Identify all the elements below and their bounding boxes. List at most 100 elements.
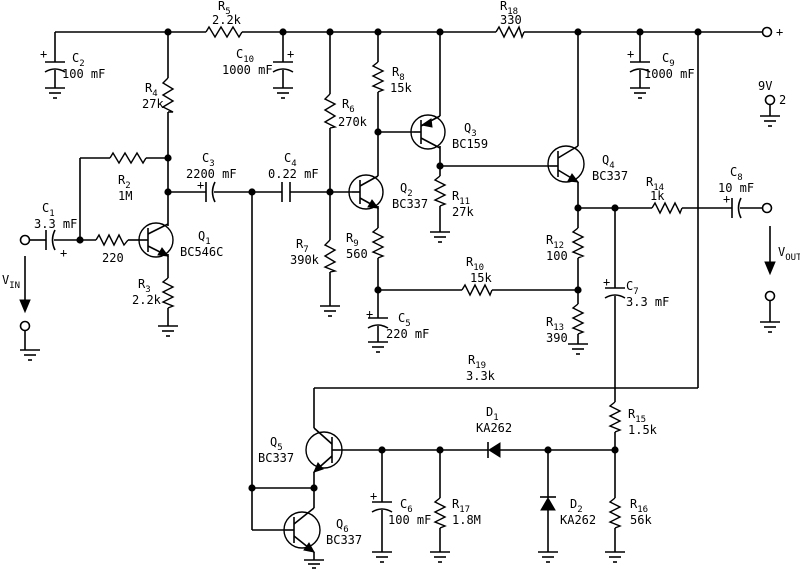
value-q2: BC337	[392, 197, 428, 211]
value-r6: 270k	[338, 115, 368, 129]
svg-text:+: +	[370, 489, 377, 503]
value-c9: 1000 mF	[644, 67, 695, 81]
transistor-q2	[348, 174, 384, 210]
resistor-r3	[161, 277, 175, 309]
resistors	[95, 25, 683, 529]
vout-arrow-icon	[764, 226, 776, 276]
ground-icon	[372, 551, 392, 563]
value-r10: 15k	[470, 271, 492, 285]
supply-pin-label: 2	[779, 93, 786, 107]
ground-icon	[568, 343, 588, 355]
label-r18: R18	[500, 0, 518, 17]
value-c6: 100 mF	[388, 513, 431, 527]
value-c1: 3.3 mF	[34, 217, 77, 231]
resistor-r17	[433, 497, 447, 529]
value-r13: 390	[546, 331, 568, 345]
label-r3: R3	[138, 277, 151, 295]
label-r19: R19	[468, 353, 486, 371]
resistor-r6	[323, 93, 338, 129]
value-r12: 100	[546, 249, 568, 263]
resistor-r16	[608, 497, 622, 529]
label-r7: R7	[296, 237, 309, 255]
label-r10: R10	[466, 255, 484, 273]
capacitor-c3	[205, 181, 216, 203]
label-q5: Q5	[270, 435, 283, 453]
label-c7: C7	[626, 279, 639, 297]
output-ground-terminal	[764, 290, 776, 302]
label-c4: C4	[284, 151, 297, 169]
resistor-r14	[651, 201, 683, 215]
capacitor-c8	[731, 197, 742, 219]
ground-icon	[538, 551, 558, 563]
capacitor-c4	[281, 182, 291, 202]
input-ground-terminal	[19, 320, 31, 332]
transistors	[138, 114, 585, 553]
capacitor-c5	[367, 317, 389, 329]
resistor-r7	[323, 239, 338, 273]
ground-icon	[630, 87, 650, 99]
wires	[30, 31, 771, 560]
supply-plus-terminal	[761, 26, 773, 38]
value-r8: 15k	[390, 81, 412, 95]
ground-icon	[368, 341, 388, 353]
value-q4: BC337	[592, 169, 628, 183]
value-r1: 220	[102, 251, 124, 265]
label-r13: R13	[546, 315, 564, 333]
diode-d2	[540, 496, 556, 511]
capacitor-c9	[629, 61, 651, 73]
resistor-r11	[433, 175, 447, 207]
label-r2: R2	[118, 173, 131, 191]
capacitors	[44, 61, 742, 513]
value-c2: 100 mF	[62, 67, 105, 81]
supply-ground-terminal	[764, 94, 776, 106]
label-c8: C8	[730, 165, 743, 183]
value-r2: 1M	[118, 189, 132, 203]
capacitor-c10	[272, 61, 294, 73]
label-r4: R4	[145, 81, 158, 99]
svg-text:+: +	[723, 192, 730, 206]
value-c5: 220 mF	[386, 327, 429, 341]
value-r11: 27k	[452, 205, 474, 219]
resistor-r10	[461, 283, 493, 297]
label-r15: R15	[628, 407, 646, 425]
label-r16: R16	[630, 497, 648, 515]
label-c5: C5	[398, 311, 411, 329]
label-q3: Q3	[464, 121, 477, 139]
resistor-r5	[205, 25, 243, 39]
label-q1: Q1	[198, 229, 211, 247]
label-r9: R9	[346, 231, 359, 249]
label-q2: Q2	[400, 181, 413, 199]
value-r3: 2.2k	[132, 293, 162, 307]
value-d1: KA262	[476, 421, 512, 435]
value-q6: BC337	[326, 533, 362, 547]
value-r4: 27k	[142, 97, 164, 111]
value-q3: BC159	[452, 137, 488, 151]
label-q6: Q6	[336, 517, 349, 535]
value-c4: 0.22 mF	[268, 167, 319, 181]
resistor-r8	[371, 61, 385, 93]
label-r14: R14	[646, 175, 664, 193]
label-c2: C2	[72, 51, 85, 69]
transistor-q5	[305, 427, 343, 473]
capacitor-c6	[371, 501, 393, 513]
ground-icon	[320, 305, 340, 317]
label-d2: D2	[570, 497, 583, 515]
label-c3: C3	[202, 151, 215, 169]
value-r17: 1.8M	[452, 513, 481, 527]
ground-icon	[430, 551, 450, 563]
label-d1: D1	[486, 405, 499, 423]
ground-icon	[430, 231, 450, 243]
supply-voltage-label: 9V	[758, 79, 772, 93]
grounds	[20, 87, 780, 569]
ground-icon	[158, 325, 178, 337]
label-c9: C9	[662, 51, 675, 69]
value-c10: 1000 mF	[222, 63, 273, 77]
resistor-r15	[608, 401, 622, 433]
ground-icon	[45, 87, 65, 99]
label-c1: C1	[42, 201, 55, 219]
resistor-r1	[95, 233, 129, 247]
ground-icon	[760, 115, 780, 127]
label-c6: C6	[400, 497, 413, 515]
value-r19: 3.3k	[466, 369, 496, 383]
